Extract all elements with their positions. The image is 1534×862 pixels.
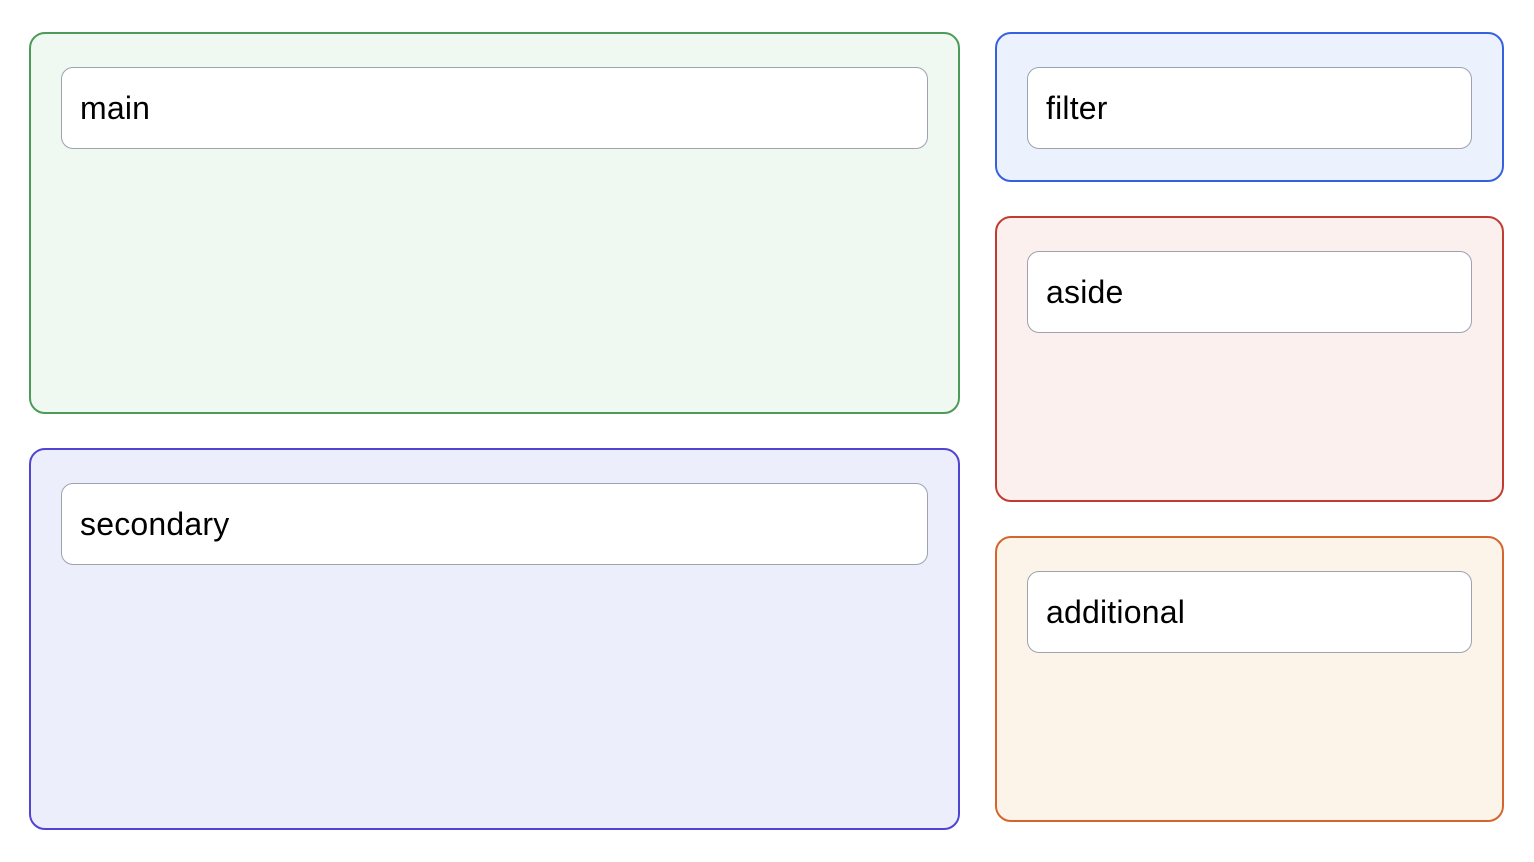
panel-filter-label-box: filter xyxy=(1027,67,1472,149)
panel-additional-label-box: additional xyxy=(1027,571,1472,653)
panel-filter: filter xyxy=(995,32,1504,182)
panel-main-label-box: main xyxy=(61,67,928,149)
right-column: filter aside additional xyxy=(995,32,1504,832)
panel-secondary: secondary xyxy=(29,448,960,830)
panel-additional: additional xyxy=(995,536,1504,822)
left-column: main secondary xyxy=(29,32,960,832)
panel-filter-label: filter xyxy=(1046,90,1108,126)
panel-secondary-label: secondary xyxy=(80,506,230,542)
panel-secondary-label-box: secondary xyxy=(61,483,928,565)
panel-main-label: main xyxy=(80,90,151,126)
panel-aside: aside xyxy=(995,216,1504,502)
panel-main: main xyxy=(29,32,960,414)
panel-aside-label: aside xyxy=(1046,274,1124,310)
panel-aside-label-box: aside xyxy=(1027,251,1472,333)
layout-areas-container: main secondary filter aside additional xyxy=(29,32,1504,832)
panel-additional-label: additional xyxy=(1046,594,1185,630)
